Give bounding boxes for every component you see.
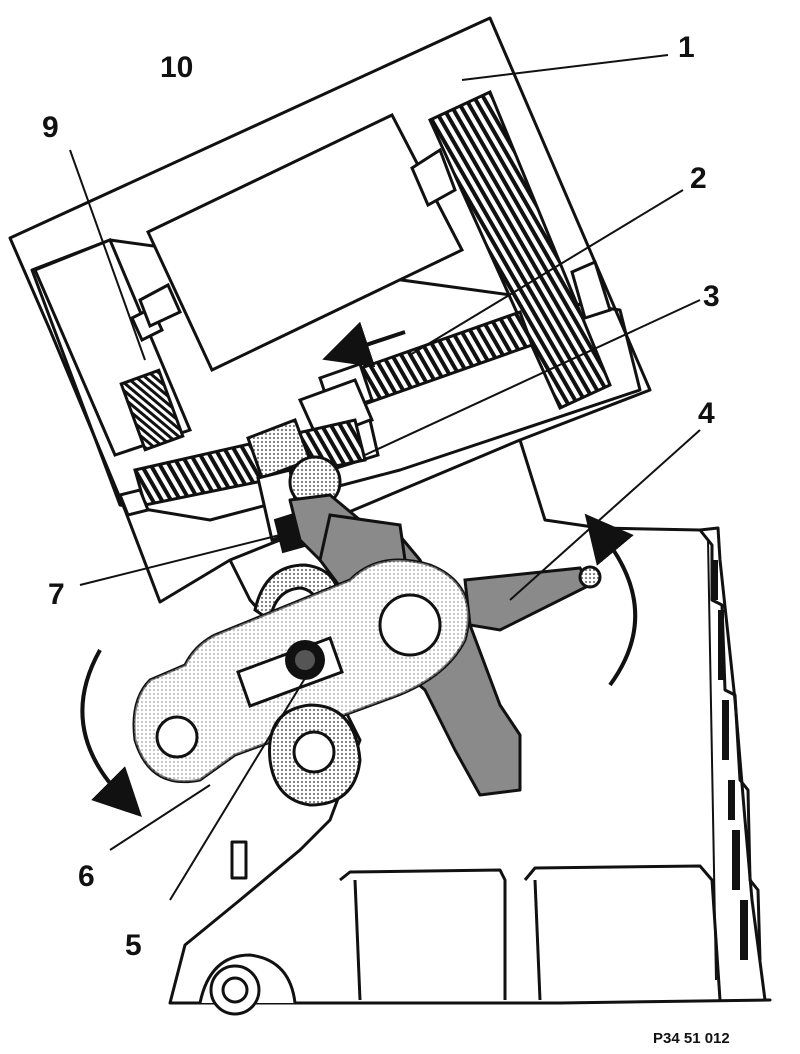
figure-code: P34 51 012: [653, 1030, 730, 1047]
callout-label-7: 7: [48, 578, 65, 611]
electric-motor: [130, 113, 465, 373]
callout-label-6: 6: [78, 860, 95, 893]
spindle-direction-arrow: [322, 321, 406, 368]
callout-label-5: 5: [125, 929, 142, 962]
leader-lines: [69, 54, 701, 901]
slot-pin: [285, 640, 325, 680]
rubber-damper: [119, 368, 185, 452]
rotation-arrow-left: [80, 649, 142, 817]
callout-label-9: 9: [42, 111, 59, 144]
toothed-rack: [117, 418, 367, 517]
callout-label-2: 2: [690, 162, 707, 195]
rotation-arrow-right: [584, 513, 638, 687]
callout-label-3: 3: [703, 280, 720, 313]
lower-pivot-boss: [268, 703, 362, 807]
callout-label-1: 1: [678, 31, 695, 64]
housing-tab: [570, 259, 612, 320]
callout-label-10: 10: [160, 51, 193, 84]
callout-labels: 1 2 3 4 5 6 7 9 10: [42, 31, 720, 962]
edge-markings: [712, 560, 748, 960]
callout-label-4: 4: [698, 397, 715, 430]
